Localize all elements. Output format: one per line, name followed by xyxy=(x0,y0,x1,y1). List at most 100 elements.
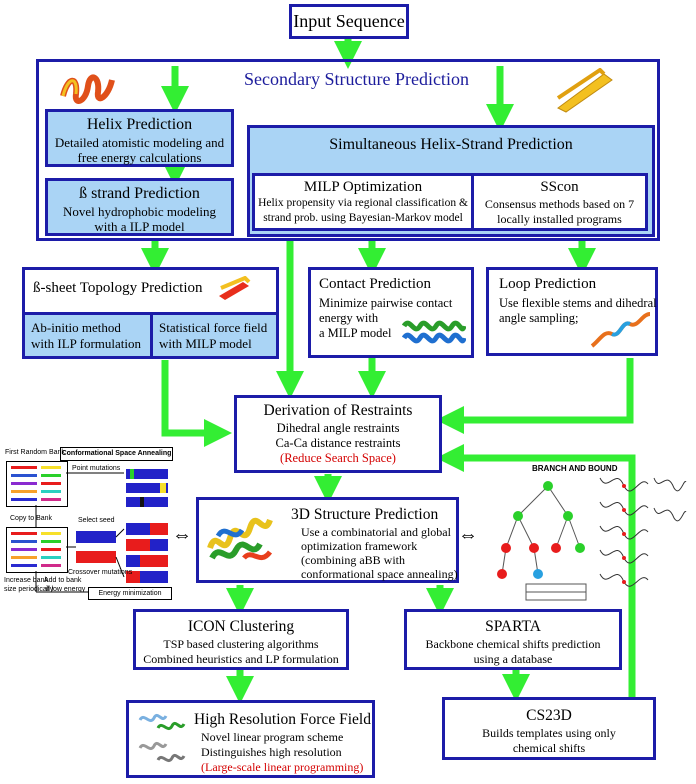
sheet-left-line1: Ab-initio method xyxy=(31,320,121,335)
sheet-left-line2: with ILP formulation xyxy=(31,336,142,351)
cs23d-box: CS23D Builds templates using only chemic… xyxy=(442,697,656,760)
csa-point-bars xyxy=(126,469,168,513)
csa-select-seed: Select seed xyxy=(78,517,115,524)
bb-title: BRANCH AND BOUND xyxy=(532,464,618,473)
cs23d-line1: Builds templates using only xyxy=(482,726,616,740)
csa-title-box: Conformational Space Annealing xyxy=(60,447,173,461)
simultaneous-title: Simultaneous Helix-Strand Prediction xyxy=(329,136,573,153)
csa-energy-min: Energy minimization xyxy=(98,590,162,597)
sparta-box: SPARTA Backbone chemical shifts predicti… xyxy=(404,609,622,670)
sscon-title: SScon xyxy=(540,179,579,195)
structure-line1: Use a combinatorial and global xyxy=(301,525,451,539)
strand-prediction-box: ß strand Prediction Novel hydrophobic mo… xyxy=(45,178,234,236)
input-sequence-box: Input Sequence xyxy=(289,4,409,39)
restraints-title: Derivation of Restraints xyxy=(263,402,413,419)
milp-optimization-box: MILP Optimization Helix propensity via r… xyxy=(252,173,474,231)
strand-line1: Novel hydrophobic modeling xyxy=(62,204,217,219)
csa-copy-to-bank: Copy to Bank xyxy=(10,515,53,522)
arrow-cs23d-to-restraints xyxy=(436,444,636,700)
csa-if-low-energy: if low energy xyxy=(46,586,86,593)
helix-title: Helix Prediction xyxy=(86,116,193,133)
structure-title: 3D Structure Prediction xyxy=(291,506,439,523)
secondary-structure-title: Secondary Structure Prediction xyxy=(244,69,469,89)
sheet-title: ß-sheet Topology Prediction xyxy=(33,280,203,296)
bb-tree xyxy=(497,477,687,601)
sparta-line2: using a database xyxy=(473,652,553,666)
csa-size-periodically: size periodically xyxy=(4,586,54,593)
helix-line1: Detailed atomistic modeling and xyxy=(54,135,225,150)
milp-line2: strand prob. using Bayesian-Markov model xyxy=(263,212,463,224)
helix-line2: free energy calculations xyxy=(77,150,202,165)
csa-bank1 xyxy=(6,461,68,507)
icon-title: ICON Clustering xyxy=(187,618,295,635)
input-sequence-title: Input Sequence xyxy=(293,11,405,31)
sheet-right-line2: with MILP model xyxy=(159,336,252,351)
csa-panel: First Random Bank Conformational Space A… xyxy=(2,447,173,605)
sheet-structure-image xyxy=(219,276,251,300)
protein-3d-image xyxy=(207,517,273,560)
milp-title: MILP Optimization xyxy=(303,179,423,195)
branch-bound-panel: BRANCH AND BOUND xyxy=(488,458,688,603)
icon-clustering-box: ICON Clustering TSP based clustering alg… xyxy=(133,609,349,670)
restraints-box: Derivation of Restraints Dihedral angle … xyxy=(234,395,442,473)
icon-line2: Combined heuristics and LP formulation xyxy=(143,652,339,666)
cs23d-title: CS23D xyxy=(526,707,572,724)
force-field-box: High Resolution Force Field Novel linear… xyxy=(126,700,375,778)
csa-point-mutations: Point mutations xyxy=(72,465,121,472)
loop-title: Loop Prediction xyxy=(499,276,597,292)
icon-line1: TSP based clustering algorithms xyxy=(163,637,319,651)
cs23d-line2: chemical shifts xyxy=(512,741,586,755)
structure-line3: (combining aBB with xyxy=(301,553,405,567)
csa-seed-bars xyxy=(76,531,116,565)
sscon-line1: Consensus methods based on 7 xyxy=(484,197,635,211)
double-arrow-right: ⇔ xyxy=(458,524,478,546)
milp-line1: Helix propensity via regional classifica… xyxy=(258,197,468,209)
structure-line2: optimization framework xyxy=(301,539,418,553)
csa-crossover: Crossover mutations xyxy=(68,569,133,576)
csa-title: Conformational Space Annealing xyxy=(61,450,172,457)
sheet-abinitio-box: Ab-initio method with ILP formulation xyxy=(22,312,153,359)
force-field-image xyxy=(138,713,186,763)
loop-line1: Use flexible stems and dihedral xyxy=(499,296,657,310)
forcefield-line1: Novel linear program scheme xyxy=(201,730,344,744)
restraints-line2: Ca-Ca distance restraints xyxy=(275,436,401,450)
csa-energy-box: Energy minimization xyxy=(88,587,172,600)
strand-title: ß strand Prediction xyxy=(79,185,200,202)
restraints-line3: (Reduce Search Space) xyxy=(280,451,396,465)
contact-line2: energy with xyxy=(319,311,379,325)
sheet-statistical-box: Statistical force field with MILP model xyxy=(150,312,279,359)
contact-title: Contact Prediction xyxy=(319,276,432,292)
sheet-right-line1: Statistical force field xyxy=(159,320,268,335)
sscon-line2: locally installed programs xyxy=(497,212,622,226)
contact-line3: a MILP model xyxy=(319,326,392,340)
csa-connector-lines xyxy=(35,472,125,593)
csa-first-bank-label: First Random Bank xyxy=(5,449,65,456)
contact-structure-image xyxy=(402,320,466,344)
sparta-line1: Backbone chemical shifts prediction xyxy=(425,637,601,651)
csa-add-to-bank: Add to bank xyxy=(44,577,82,584)
strand-structure-image xyxy=(556,68,613,113)
secondary-structure-box: Secondary Structure Prediction xyxy=(36,59,660,241)
csa-bank2 xyxy=(6,527,68,573)
sparta-title: SPARTA xyxy=(485,618,541,635)
forcefield-line3: (Large-scale linear programming) xyxy=(201,760,364,774)
structure-prediction-box: 3D Structure Prediction Use a combinator… xyxy=(196,497,459,583)
contact-line1: Minimize pairwise contact xyxy=(319,296,453,310)
helix-structure-image xyxy=(60,74,115,104)
structure-line4: conformational space annealing) xyxy=(301,567,458,581)
restraints-line1: Dihedral angle restraints xyxy=(276,421,400,435)
double-arrow-left: ⇔ xyxy=(172,524,192,546)
arrow-loop-to-restraints xyxy=(436,358,634,434)
loop-line2: angle sampling; xyxy=(499,311,579,325)
sscon-box: SScon Consensus methods based on 7 local… xyxy=(471,173,648,231)
loop-structure-image xyxy=(590,312,651,348)
arrow-sheet-to-restraints xyxy=(161,360,232,447)
csa-cross-bars xyxy=(126,523,168,587)
forcefield-title: High Resolution Force Field xyxy=(194,711,371,728)
csa-increase-bank: Increase bank xyxy=(4,577,48,584)
strand-line2: with a ILP model xyxy=(94,219,185,234)
helix-prediction-box: Helix Prediction Detailed atomistic mode… xyxy=(45,109,234,167)
loop-prediction-box: Loop Prediction Use flexible stems and d… xyxy=(486,267,658,356)
